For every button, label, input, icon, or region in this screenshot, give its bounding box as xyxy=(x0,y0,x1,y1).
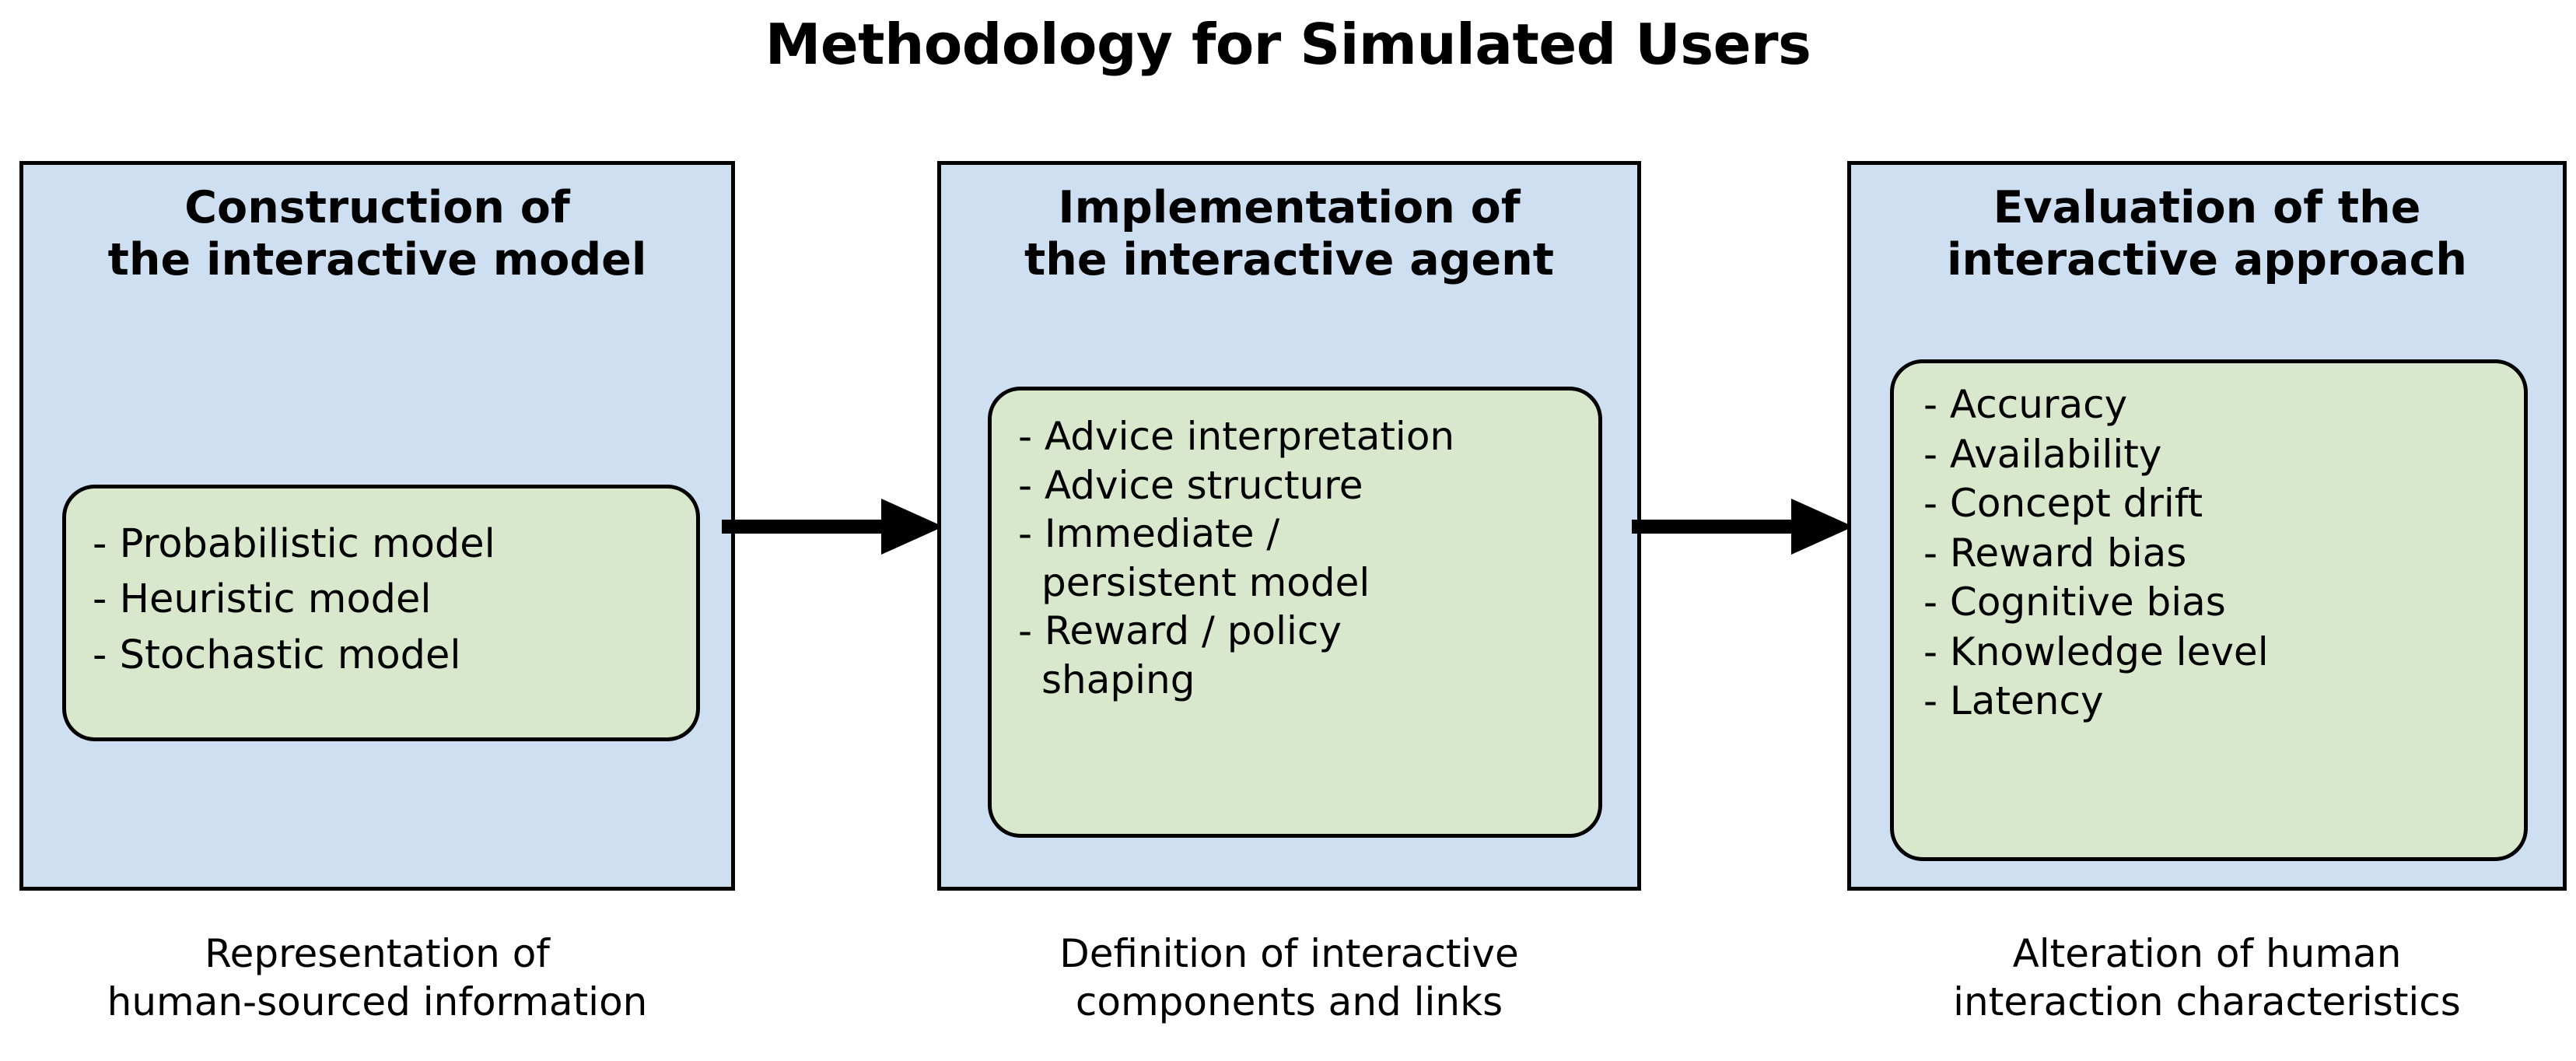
panel-construction-list: - Probabilistic model - Heuristic model … xyxy=(93,516,679,683)
list-item: - Immediate / persistent model xyxy=(1018,511,1370,605)
caption-construction: Representation of human-sourced informat… xyxy=(19,930,735,1026)
panel-evaluation-heading: Evaluation of the interactive approach xyxy=(1851,182,2563,287)
panel-implementation-inner-box: - Advice interpretation - Advice structu… xyxy=(988,387,1602,838)
caption-implementation-line-2: components and links xyxy=(1075,979,1503,1024)
arrow-implementation-to-evaluation xyxy=(1632,488,1853,566)
list-item: - Advice interpretation xyxy=(1018,414,1455,459)
list-item: - Reward / policy shaping xyxy=(1018,608,1342,702)
list-item: - Latency xyxy=(1923,678,2104,723)
panel-implementation-heading: Implementation of the interactive agent xyxy=(941,182,1637,287)
panel-construction-heading-line-1: Construction of xyxy=(184,182,570,233)
list-item: - Probabilistic model xyxy=(93,521,495,567)
panel-construction-heading: Construction of the interactive model xyxy=(23,182,731,287)
panel-evaluation-list: - Accuracy - Availability - Concept drif… xyxy=(1923,380,2507,727)
page-title: Methodology for Simulated Users xyxy=(765,12,1811,77)
caption-construction-line-2: human-sourced information xyxy=(107,979,648,1024)
caption-implementation: Definition of interactive components and… xyxy=(937,930,1641,1026)
panel-implementation-heading-line-2: the interactive agent xyxy=(1024,234,1554,286)
panel-construction: Construction of the interactive model - … xyxy=(19,161,735,891)
caption-construction-line-1: Representation of xyxy=(205,931,550,976)
arrow-construction-to-implementation xyxy=(722,488,943,566)
panel-implementation-list: - Advice interpretation - Advice structu… xyxy=(1018,412,1581,704)
list-item: - Accuracy xyxy=(1923,382,2128,427)
caption-implementation-line-1: Definition of interactive xyxy=(1059,931,1519,976)
list-item: - Cognitive bias xyxy=(1923,580,2226,625)
list-item: - Concept drift xyxy=(1923,481,2203,526)
list-item: - Availability xyxy=(1923,431,2162,477)
panel-evaluation-inner-box: - Accuracy - Availability - Concept drif… xyxy=(1890,359,2528,861)
panel-construction-heading-line-2: the interactive model xyxy=(107,234,647,286)
panel-evaluation: Evaluation of the interactive approach -… xyxy=(1847,161,2567,891)
list-item: - Stochastic model xyxy=(93,632,461,678)
caption-evaluation-line-1: Alteration of human xyxy=(2012,931,2402,976)
caption-evaluation-line-2: interaction characteristics xyxy=(1953,979,2461,1024)
list-item: - Advice structure xyxy=(1018,462,1363,508)
caption-evaluation: Alteration of human interaction characte… xyxy=(1847,930,2567,1026)
list-item: - Heuristic model xyxy=(93,576,432,623)
panel-evaluation-heading-line-2: interactive approach xyxy=(1947,234,2467,286)
panel-construction-inner-box: - Probabilistic model - Heuristic model … xyxy=(62,485,700,741)
panel-implementation-heading-line-1: Implementation of xyxy=(1058,182,1521,233)
list-item: - Knowledge level xyxy=(1923,629,2269,674)
panel-implementation: Implementation of the interactive agent … xyxy=(937,161,1641,891)
list-item: - Reward bias xyxy=(1923,530,2187,576)
panel-evaluation-heading-line-1: Evaluation of the xyxy=(1993,182,2421,233)
